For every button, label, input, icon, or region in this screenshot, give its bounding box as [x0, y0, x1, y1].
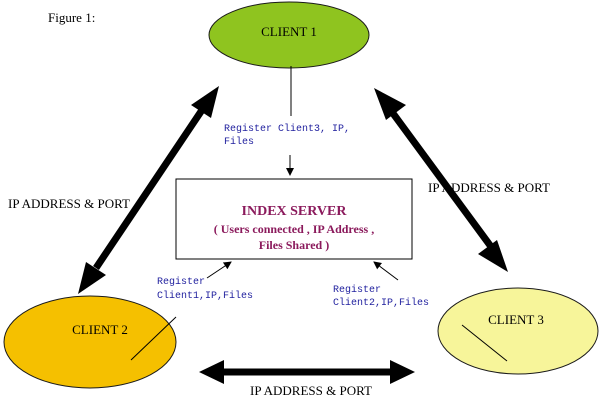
client-3-register-arrow — [373, 261, 399, 281]
right-link-arrow — [374, 88, 508, 272]
client-3-connector — [461, 324, 508, 362]
client-1-node — [208, 1, 370, 69]
client-1-register-line-1: Register Client3, IP, — [224, 123, 350, 135]
client-2-register-line-2: Client1,IP,Files — [157, 290, 253, 302]
client-3-register-line-1: Register — [333, 284, 381, 296]
client-1-label: CLIENT 1 — [261, 24, 317, 39]
right-link-label: IP ADDRESS & PORT — [428, 180, 550, 195]
index-server-title: INDEX SERVER — [242, 204, 348, 219]
bottom-link-label: IP ADDRESS & PORT — [250, 383, 372, 398]
client-3-node — [437, 287, 599, 375]
client-2-register-arrow — [206, 261, 232, 279]
left-link-label: IP ADDRESS & PORT — [8, 196, 130, 211]
client-2-register-line-1: Register — [157, 276, 205, 288]
index-server-line-2: Files Shared ) — [259, 238, 329, 252]
left-link-arrow — [78, 86, 219, 294]
client-2-connector — [130, 316, 177, 361]
index-server-line-1: ( Users connected , IP Address , — [214, 222, 374, 236]
client-2-label: CLIENT 2 — [72, 322, 128, 337]
client-2-node — [3, 295, 177, 389]
index-server-box — [175, 178, 413, 260]
client-3-register-line-2: Client2,IP,Files — [333, 297, 429, 309]
bottom-link-arrow — [199, 360, 415, 384]
client-1-register-line-2: Files — [224, 136, 254, 148]
figure-label: Figure 1: — [48, 10, 95, 25]
client-3-label: CLIENT 3 — [488, 312, 544, 327]
